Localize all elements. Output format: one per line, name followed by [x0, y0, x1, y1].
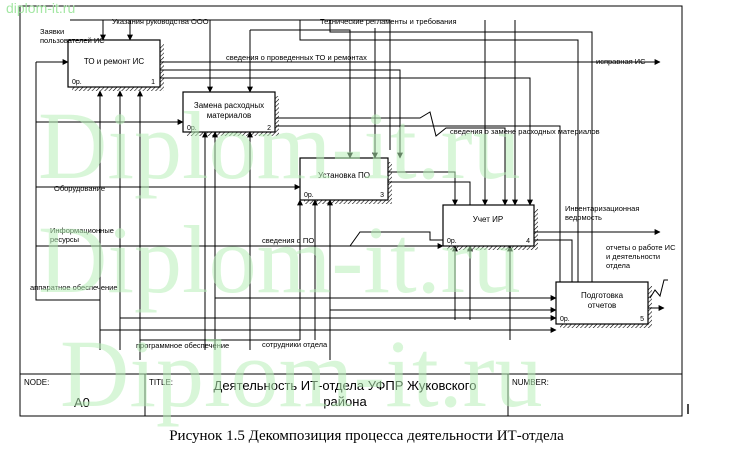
label-oborudovanie: Оборудование [54, 184, 105, 193]
block-4-cost: 0р. [447, 238, 457, 245]
block-5-number: 5 [640, 316, 644, 323]
label-info-resursy-1: Информационные [50, 226, 114, 235]
block-2-number: 2 [267, 125, 271, 132]
block-5-name-line2: отчетов [588, 301, 617, 310]
activity-block-5: Подготовка отчетов 0р. 5 [555, 281, 652, 328]
connector-lines [35, 19, 668, 360]
label-sotrudniki: сотрудники отдела [262, 340, 328, 349]
activity-block-2: Замена расходных материалов 0р. 2 [182, 91, 279, 136]
title-label: TITLE: [149, 378, 173, 387]
label-zayavki-1: Заявки [40, 27, 64, 36]
title-line1: Деятельность ИТ-отдела УФПР Жуковского [214, 378, 477, 393]
label-ispravnaya: исправная ИС [596, 57, 646, 66]
block-2-name-line1: Замена расходных [194, 101, 264, 110]
arrow-labels: Заявки пользователей ИС Указания руковод… [30, 17, 676, 350]
activity-block-4: Учет ИР 0р. 4 [442, 204, 538, 250]
activity-block-1: ТО и ремонт ИС 0р. 1 [67, 39, 164, 91]
block-5-cost: 0р. [560, 316, 570, 323]
arrow-svedeniya-zamene [276, 111, 508, 206]
title-line2: района [323, 394, 367, 409]
block-3-number: 3 [380, 192, 384, 199]
block-4-number: 4 [526, 238, 530, 245]
block-5-name-line1: Подготовка [581, 291, 624, 300]
node-label: NODE: [24, 378, 49, 387]
label-programmnoe: программное обеспечение [136, 341, 229, 350]
arrow-svedeniya-to [160, 69, 403, 159]
label-ukazaniya: Указания руководства ООО [112, 17, 209, 26]
label-info-resursy-2: ресурсы [50, 235, 79, 244]
block-3-name: Установка ПО [318, 171, 370, 180]
label-otchety-3: отдела [606, 261, 631, 270]
block-1-name: ТО и ремонт ИС [84, 57, 145, 66]
label-inv-vedomost-2: ведомость [565, 213, 602, 222]
label-apparatnoe: аппаратное обеспечение [30, 283, 118, 292]
number-label: NUMBER: [512, 378, 549, 387]
arrow-otchety [649, 279, 668, 299]
label-svedeniya-to: сведения о проведенных ТО и ремонтах [226, 53, 367, 62]
label-inv-vedomost-1: Инвентаризационная [565, 204, 639, 213]
block-2-cost: 0р. [187, 125, 197, 132]
label-zayavki-2: пользователей ИС [40, 36, 105, 45]
block-3-cost: 0р. [304, 192, 314, 199]
block-2-name-line2: материалов [207, 111, 252, 120]
label-svedeniya-po: сведения о ПО [262, 236, 314, 245]
figure-caption: Рисунок 1.5 Декомпозиция процесса деятел… [169, 428, 564, 444]
label-svedeniya-zamene: сведения о замене расходных материалов [450, 127, 600, 136]
block-1-number: 1 [151, 79, 155, 86]
label-tech-reglamenty: Технические регламенты и требования [320, 17, 457, 26]
title-block: NODE: A0 TITLE: Деятельность ИТ-отдела У… [24, 378, 549, 410]
label-otchety-2: и деятельности [606, 252, 660, 261]
diagram-frame [19, 5, 683, 417]
node-value: A0 [74, 395, 90, 410]
block-1-cost: 0р. [72, 79, 82, 86]
activity-block-3: Установка ПО 0р. 3 [299, 157, 392, 204]
block-4-name: Учет ИР [473, 215, 503, 224]
label-otchety-1: отчеты о работе ИС [606, 243, 676, 252]
